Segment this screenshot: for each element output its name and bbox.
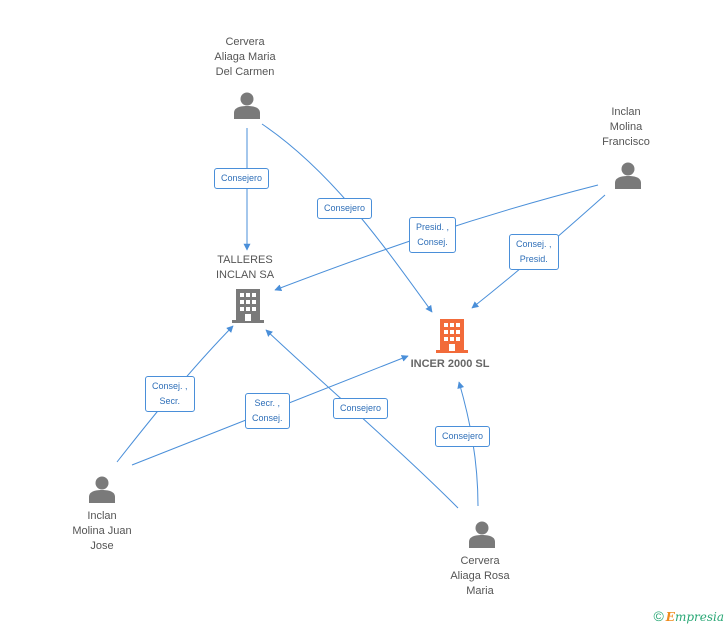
node-label-cervera-carmen[interactable]: Cervera Aliaga Maria Del Carmen bbox=[214, 36, 276, 78]
edge-label-juan-incer[interactable]: Secr. , Consej. bbox=[245, 393, 290, 429]
edge-label-rosa-incer[interactable]: Consejero bbox=[435, 426, 491, 447]
edge-rosa-talleres bbox=[265, 329, 459, 509]
edge-label-francisco-talleres[interactable]: Presid. , Consej. bbox=[409, 217, 457, 253]
edge-label-francisco-incer[interactable]: Consej. , Presid. bbox=[509, 234, 559, 270]
edge-label-juan-talleres[interactable]: Consej. , Secr. bbox=[145, 376, 195, 412]
node-label-incer[interactable]: INCER 2000 SL bbox=[410, 358, 490, 370]
building-icon[interactable] bbox=[232, 288, 264, 324]
edge-label-rosa-talleres[interactable]: Consejero bbox=[333, 398, 389, 419]
node-label-inclan-juan[interactable]: Inclan Molina Juan Jose bbox=[72, 510, 132, 552]
edge-label-carmen-incer[interactable]: Consejero bbox=[317, 198, 373, 219]
person-icon[interactable] bbox=[88, 475, 116, 503]
node-label-talleres[interactable]: TALLERES INCLAN SA bbox=[215, 254, 275, 281]
building-icon[interactable] bbox=[436, 318, 468, 354]
person-icon[interactable] bbox=[233, 91, 261, 119]
node-label-cervera-rosa[interactable]: Cervera Aliaga Rosa Maria bbox=[450, 555, 510, 597]
person-icon[interactable] bbox=[614, 161, 642, 189]
brand-initial: E bbox=[665, 610, 675, 624]
copyright-icon: © bbox=[653, 608, 664, 624]
empresia-watermark[interactable]: ©Empresia bbox=[653, 608, 724, 624]
person-icon[interactable] bbox=[468, 520, 496, 548]
brand-name: mpresia bbox=[674, 610, 724, 624]
edge-label-carmen-talleres[interactable]: Consejero bbox=[214, 168, 270, 189]
node-label-inclan-francisco[interactable]: Inclan Molina Francisco bbox=[602, 106, 650, 148]
